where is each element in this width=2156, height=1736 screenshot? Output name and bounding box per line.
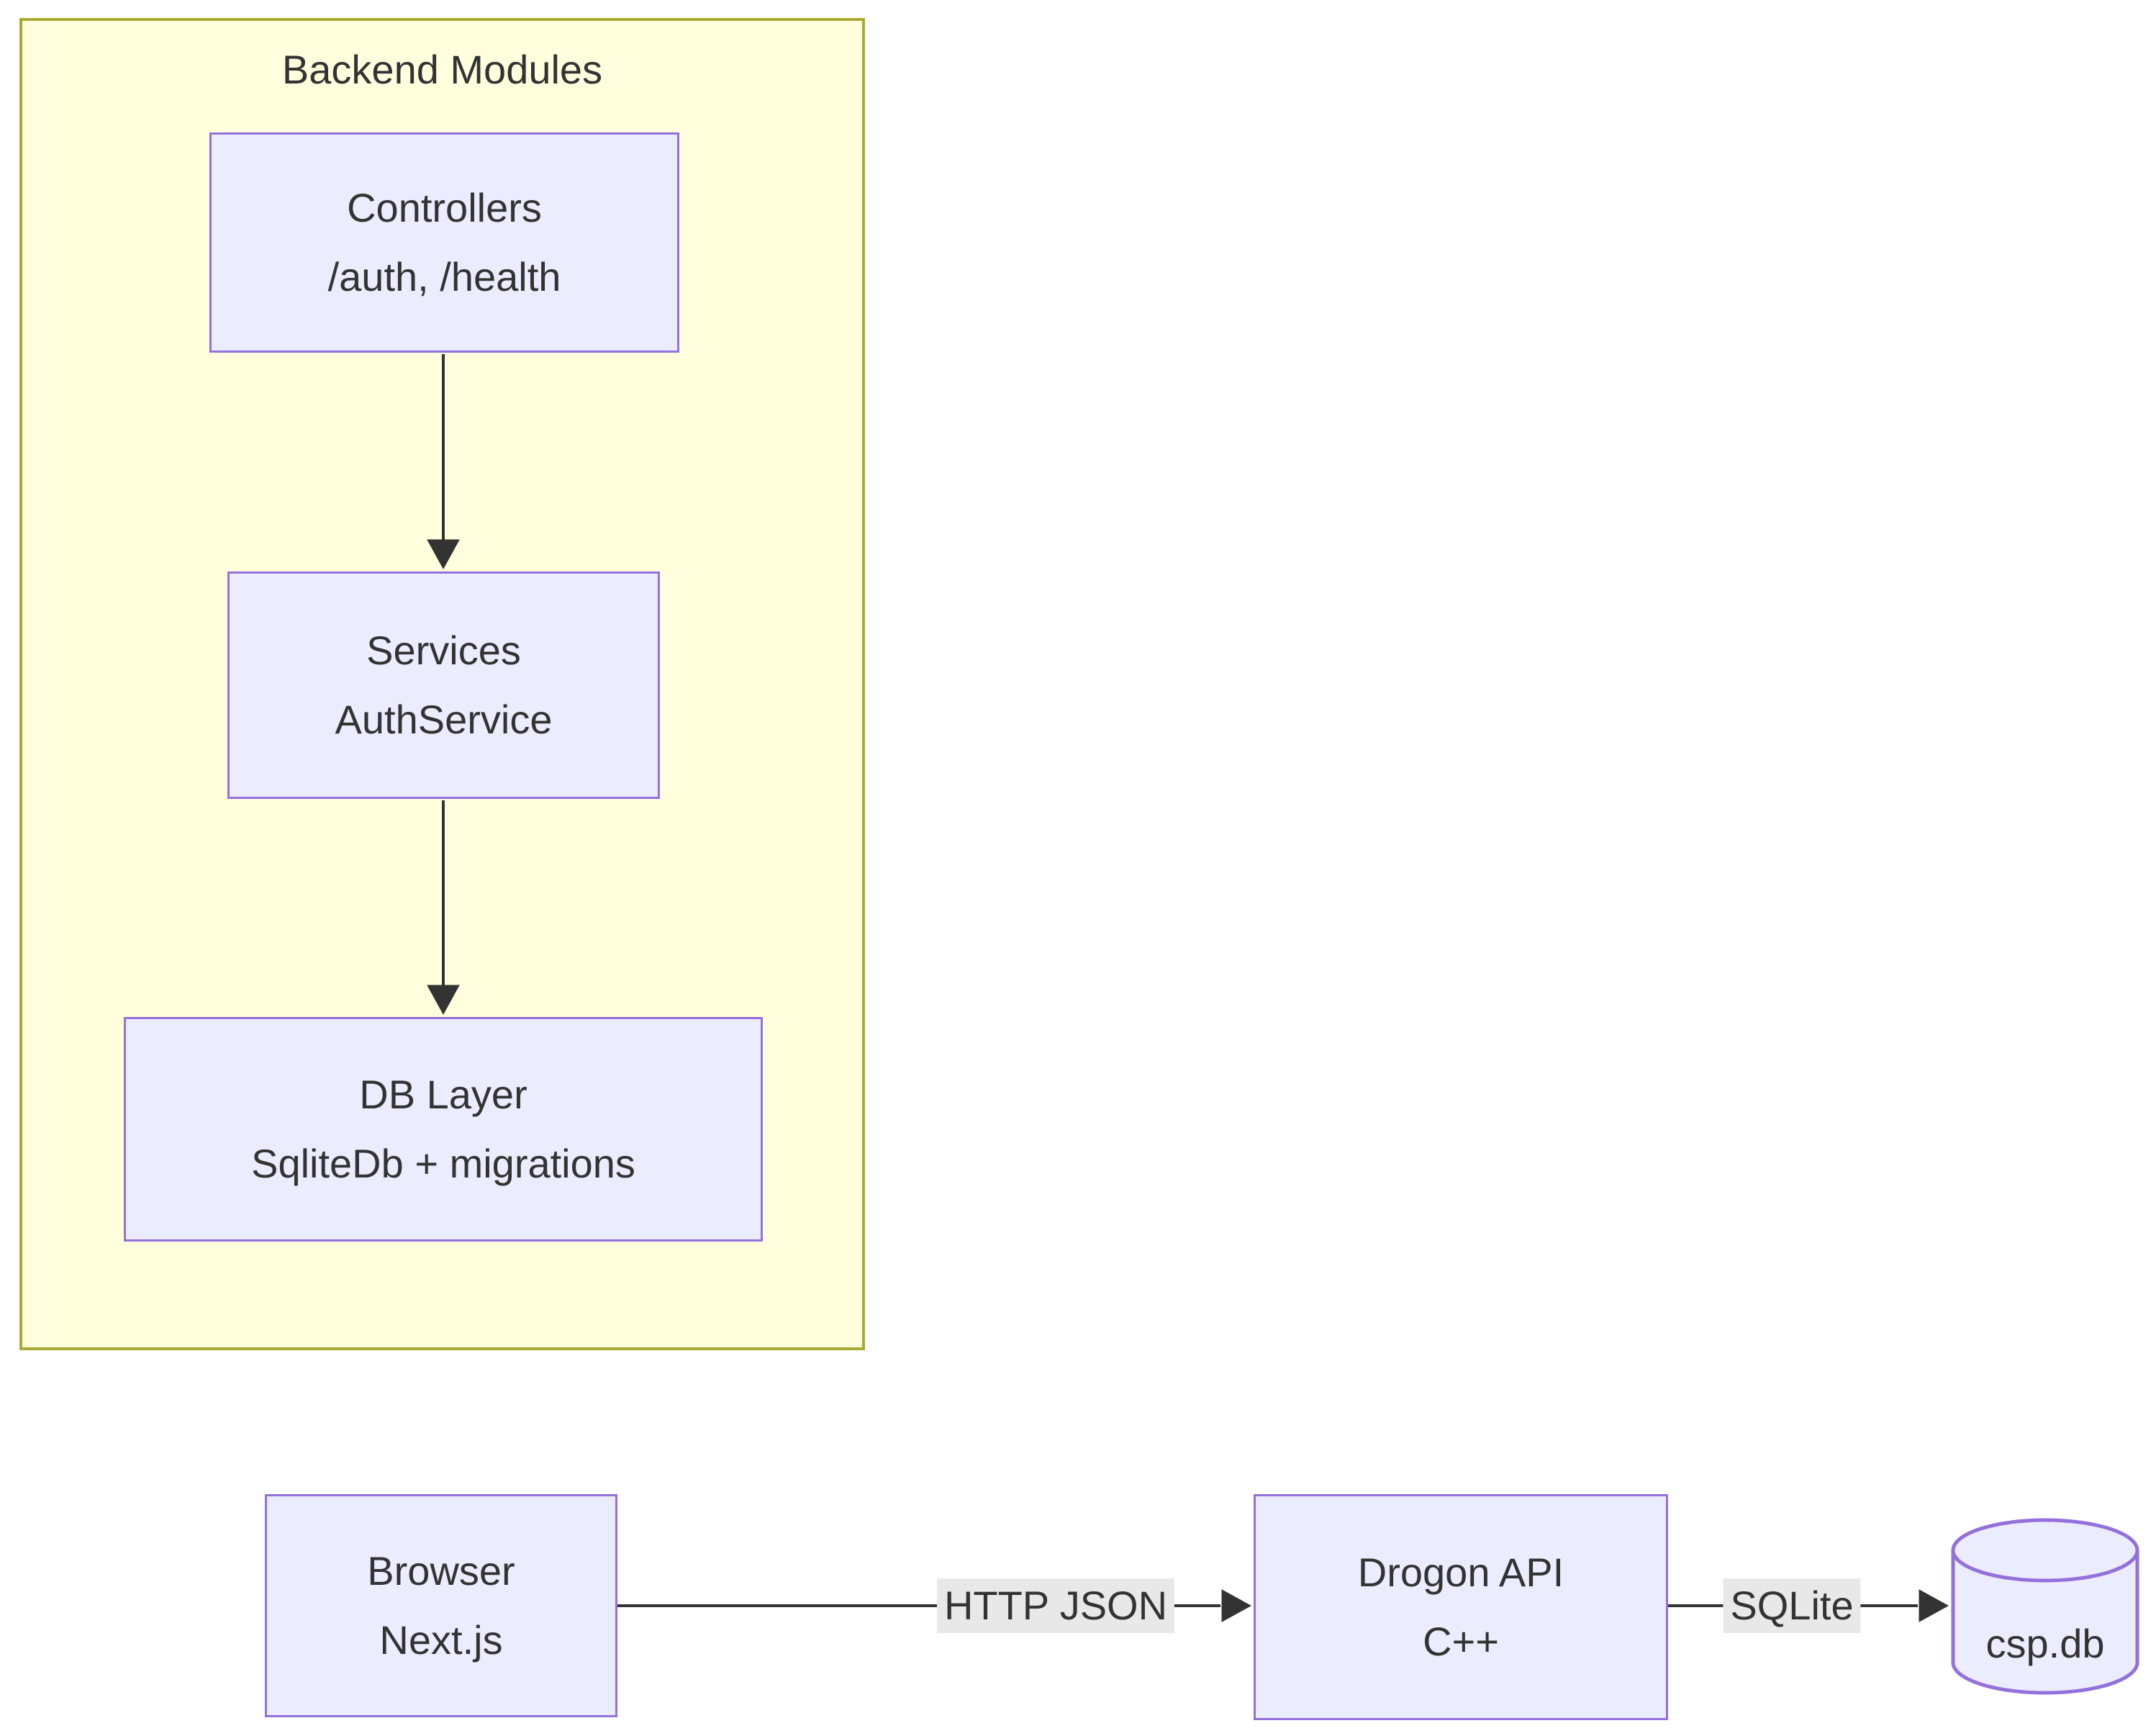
arrowhead-right-icon: [1919, 1589, 1949, 1622]
node-db-layer-line2: SqliteDb + migrations: [251, 1141, 635, 1186]
edge-label-sqlite: SQLite: [1723, 1578, 1861, 1633]
database-cylinder-icon: [1951, 1518, 2139, 1695]
node-csp-db-label: csp.db: [1985, 1620, 2105, 1666]
node-csp-db: csp.db: [1951, 1518, 2139, 1695]
node-controllers-line1: Controllers: [347, 185, 542, 230]
node-services-line2: AuthService: [335, 697, 553, 742]
node-db-layer-line1: DB Layer: [359, 1072, 527, 1117]
node-services-line1: Services: [366, 628, 521, 673]
node-browser-line2: Next.js: [379, 1617, 503, 1663]
node-drogon-api: Drogon API C++: [1254, 1494, 1668, 1720]
edge-label-http-json: HTTP JSON: [936, 1578, 1175, 1633]
node-db-layer: DB Layer SqliteDb + migrations: [124, 1017, 763, 1242]
cluster-title: Backend Modules: [281, 47, 603, 92]
node-drogon-api-line1: Drogon API: [1357, 1550, 1564, 1595]
node-browser: Browser Next.js: [265, 1494, 617, 1717]
arrowhead-right-icon: [1221, 1589, 1252, 1622]
node-controllers: Controllers /auth, /health: [209, 132, 679, 353]
node-drogon-api-line2: C++: [1423, 1619, 1499, 1664]
node-controllers-line2: /auth, /health: [327, 254, 561, 299]
node-services: Services AuthService: [227, 571, 660, 799]
node-browser-line1: Browser: [367, 1548, 515, 1593]
